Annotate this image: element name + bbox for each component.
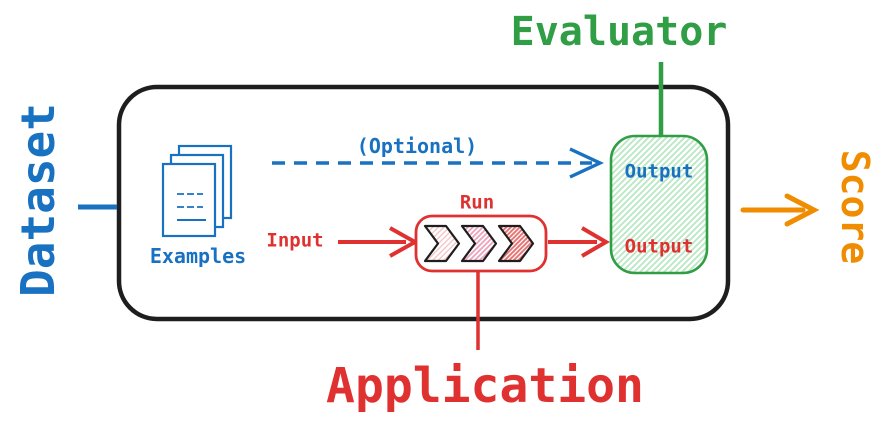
input-arrow <box>338 226 420 258</box>
pipeline-chevron-1 <box>423 224 461 263</box>
examples-label: Examples <box>149 244 247 268</box>
optional-arrow-head <box>569 147 605 179</box>
evaluator-output-label: Output <box>624 160 694 183</box>
score-arrow <box>740 193 820 227</box>
system-boundary-box <box>116 84 731 322</box>
chevron-pipeline-icon <box>423 224 535 263</box>
dataset-label: Dataset <box>11 103 65 297</box>
pipeline-chevron-2 <box>460 224 498 263</box>
evaluator-output-box <box>609 134 709 275</box>
evaluator-label: Evaluator <box>510 9 728 55</box>
pipeline-chevron-3 <box>497 224 535 263</box>
run-label: Run <box>459 191 495 214</box>
input-label: Input <box>266 229 324 252</box>
run-output-arrow <box>548 226 610 258</box>
application-label: Application <box>326 358 644 414</box>
stacked-documents-icon <box>161 144 233 238</box>
optional-dashed-arrow <box>272 147 605 179</box>
run-output-arrow-head <box>580 226 610 258</box>
app-output-label: Output <box>624 235 694 258</box>
document-page-front <box>161 162 217 238</box>
score-label: Score <box>833 149 877 265</box>
score-arrow-head <box>784 193 820 227</box>
optional-label: (Optional) <box>356 134 478 158</box>
